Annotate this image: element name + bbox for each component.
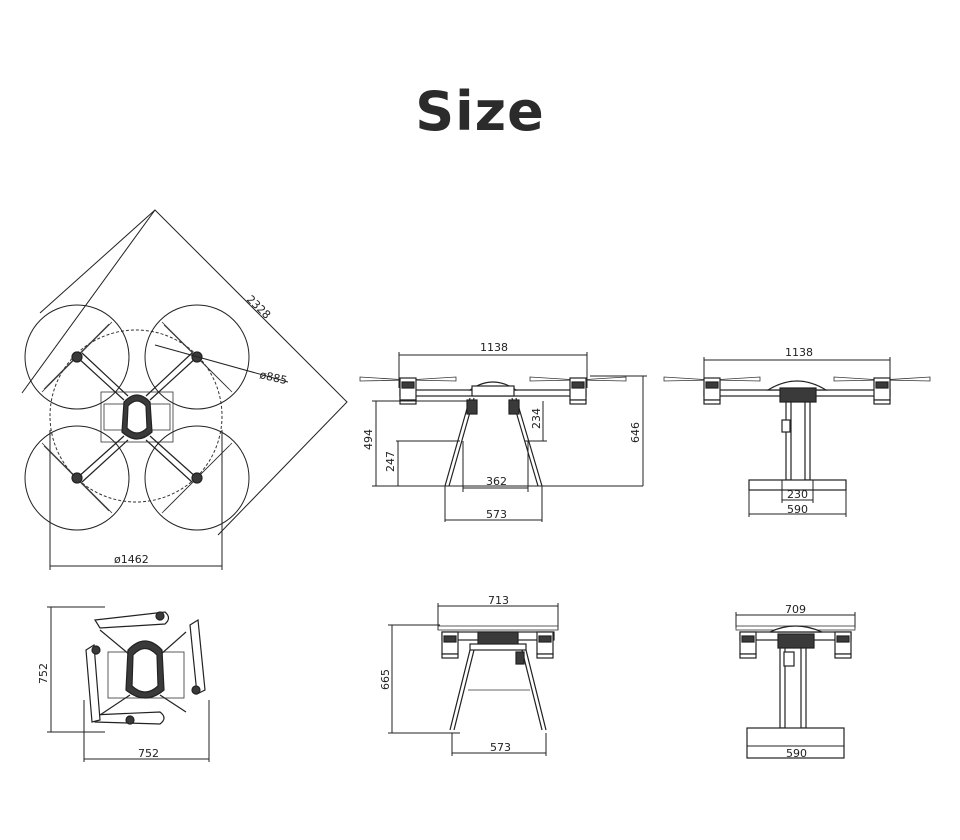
top-view-frame-label: ø1462 xyxy=(114,553,149,566)
front-view-leg-height-label: 234 xyxy=(530,408,543,429)
folded-top-view xyxy=(47,606,210,762)
front-view xyxy=(359,352,647,522)
folded-front-view-height-label: 665 xyxy=(379,669,392,690)
side-view-wheelbase-label: 1138 xyxy=(785,346,813,359)
folded-top-view-width-label: 752 xyxy=(138,747,159,760)
page-title: Size xyxy=(415,80,545,143)
side-view-inner-width-label: 230 xyxy=(787,488,808,501)
folded-side-view-tank-width-label: 590 xyxy=(786,747,807,760)
front-view-wheelbase-label: 1138 xyxy=(480,341,508,354)
side-view-tank-width-label: 590 xyxy=(787,503,808,516)
top-view xyxy=(21,209,348,570)
folded-front-view xyxy=(388,603,559,756)
folded-front-view-width-label: 713 xyxy=(488,594,509,607)
folded-front-view-leg-span-label: 573 xyxy=(490,741,511,754)
front-view-overall-height-label: 646 xyxy=(629,422,642,443)
top-view-propeller-label: ø885 xyxy=(258,368,288,387)
side-view xyxy=(663,357,931,517)
front-view-leg-span-label: 573 xyxy=(486,508,507,521)
folded-side-view xyxy=(735,612,856,759)
front-view-inner-gap-label: 362 xyxy=(486,475,507,488)
folded-top-view-length-label: 752 xyxy=(37,663,50,684)
front-view-height-total-label: 494 xyxy=(362,429,375,450)
front-view-height-lower-label: 247 xyxy=(384,451,397,472)
folded-side-view-width-label: 709 xyxy=(785,603,806,616)
top-view-diagonal-label: 2328 xyxy=(244,293,273,322)
